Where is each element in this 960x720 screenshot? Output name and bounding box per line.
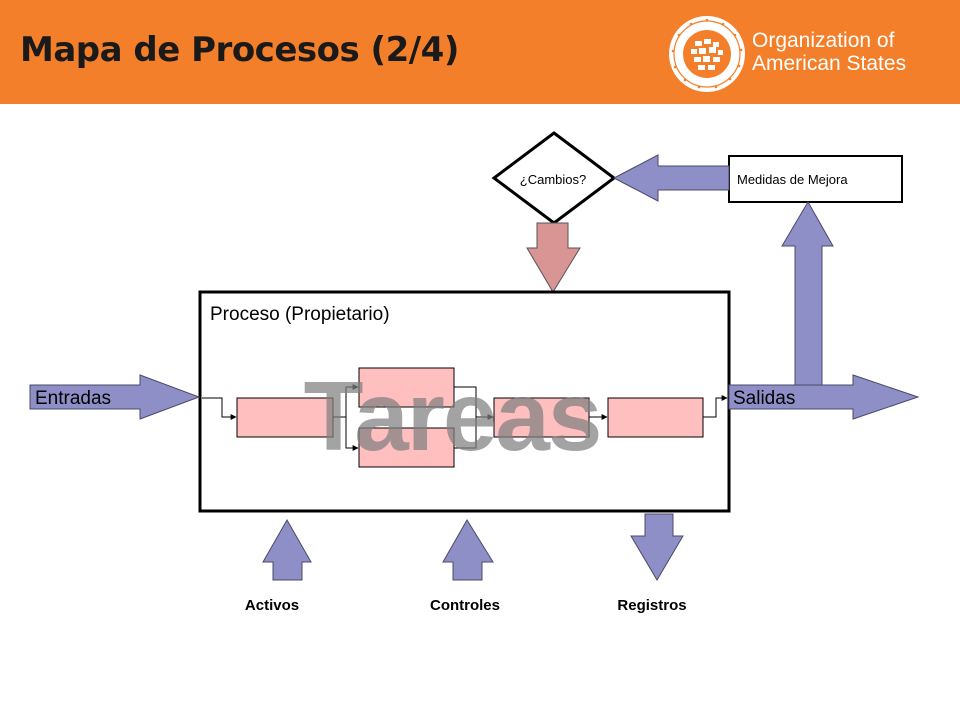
page-title: Mapa de Procesos (2/4) [20,30,459,70]
records-down-arrow [630,513,684,581]
task-box [358,367,455,408]
connector-line [345,417,359,451]
assets-label: Activos [245,597,299,614]
connector-line [202,397,237,420]
improvement-up-arrow [781,201,834,386]
connector-line [454,417,477,449]
oas-seal-icon [669,16,745,92]
controls-up-arrow [442,519,494,581]
connector-line [703,395,728,418]
organization-name: Organization of American States [752,29,906,75]
improvement-label: Medidas de Mejora [737,172,848,187]
task-box [493,397,590,438]
org-name-line2: American States [752,52,907,75]
task-box [358,427,455,468]
changes-down-arrow [526,222,581,293]
title-bar: Mapa de Procesos (2/4) Organization of A… [0,0,960,104]
org-name-line1: Organization of [752,29,895,52]
process-label: Proceso (Propietario) [210,304,390,325]
assets-up-arrow [262,518,312,581]
tasks-watermark: Tareas [304,361,601,471]
controls-label: Controles [430,597,500,614]
decision-label: ¿Cambios? [520,172,586,187]
connector-line [454,386,494,420]
connector-line [333,384,359,418]
output-label: Salidas [733,388,795,409]
feedback-arrow [612,154,730,202]
input-label: Entradas [35,388,111,409]
output-arrow [728,374,920,420]
records-label: Registros [617,597,686,614]
input-arrow [29,374,201,420]
task-box [236,397,334,438]
improvement-box [728,155,903,203]
task-box [607,397,704,438]
